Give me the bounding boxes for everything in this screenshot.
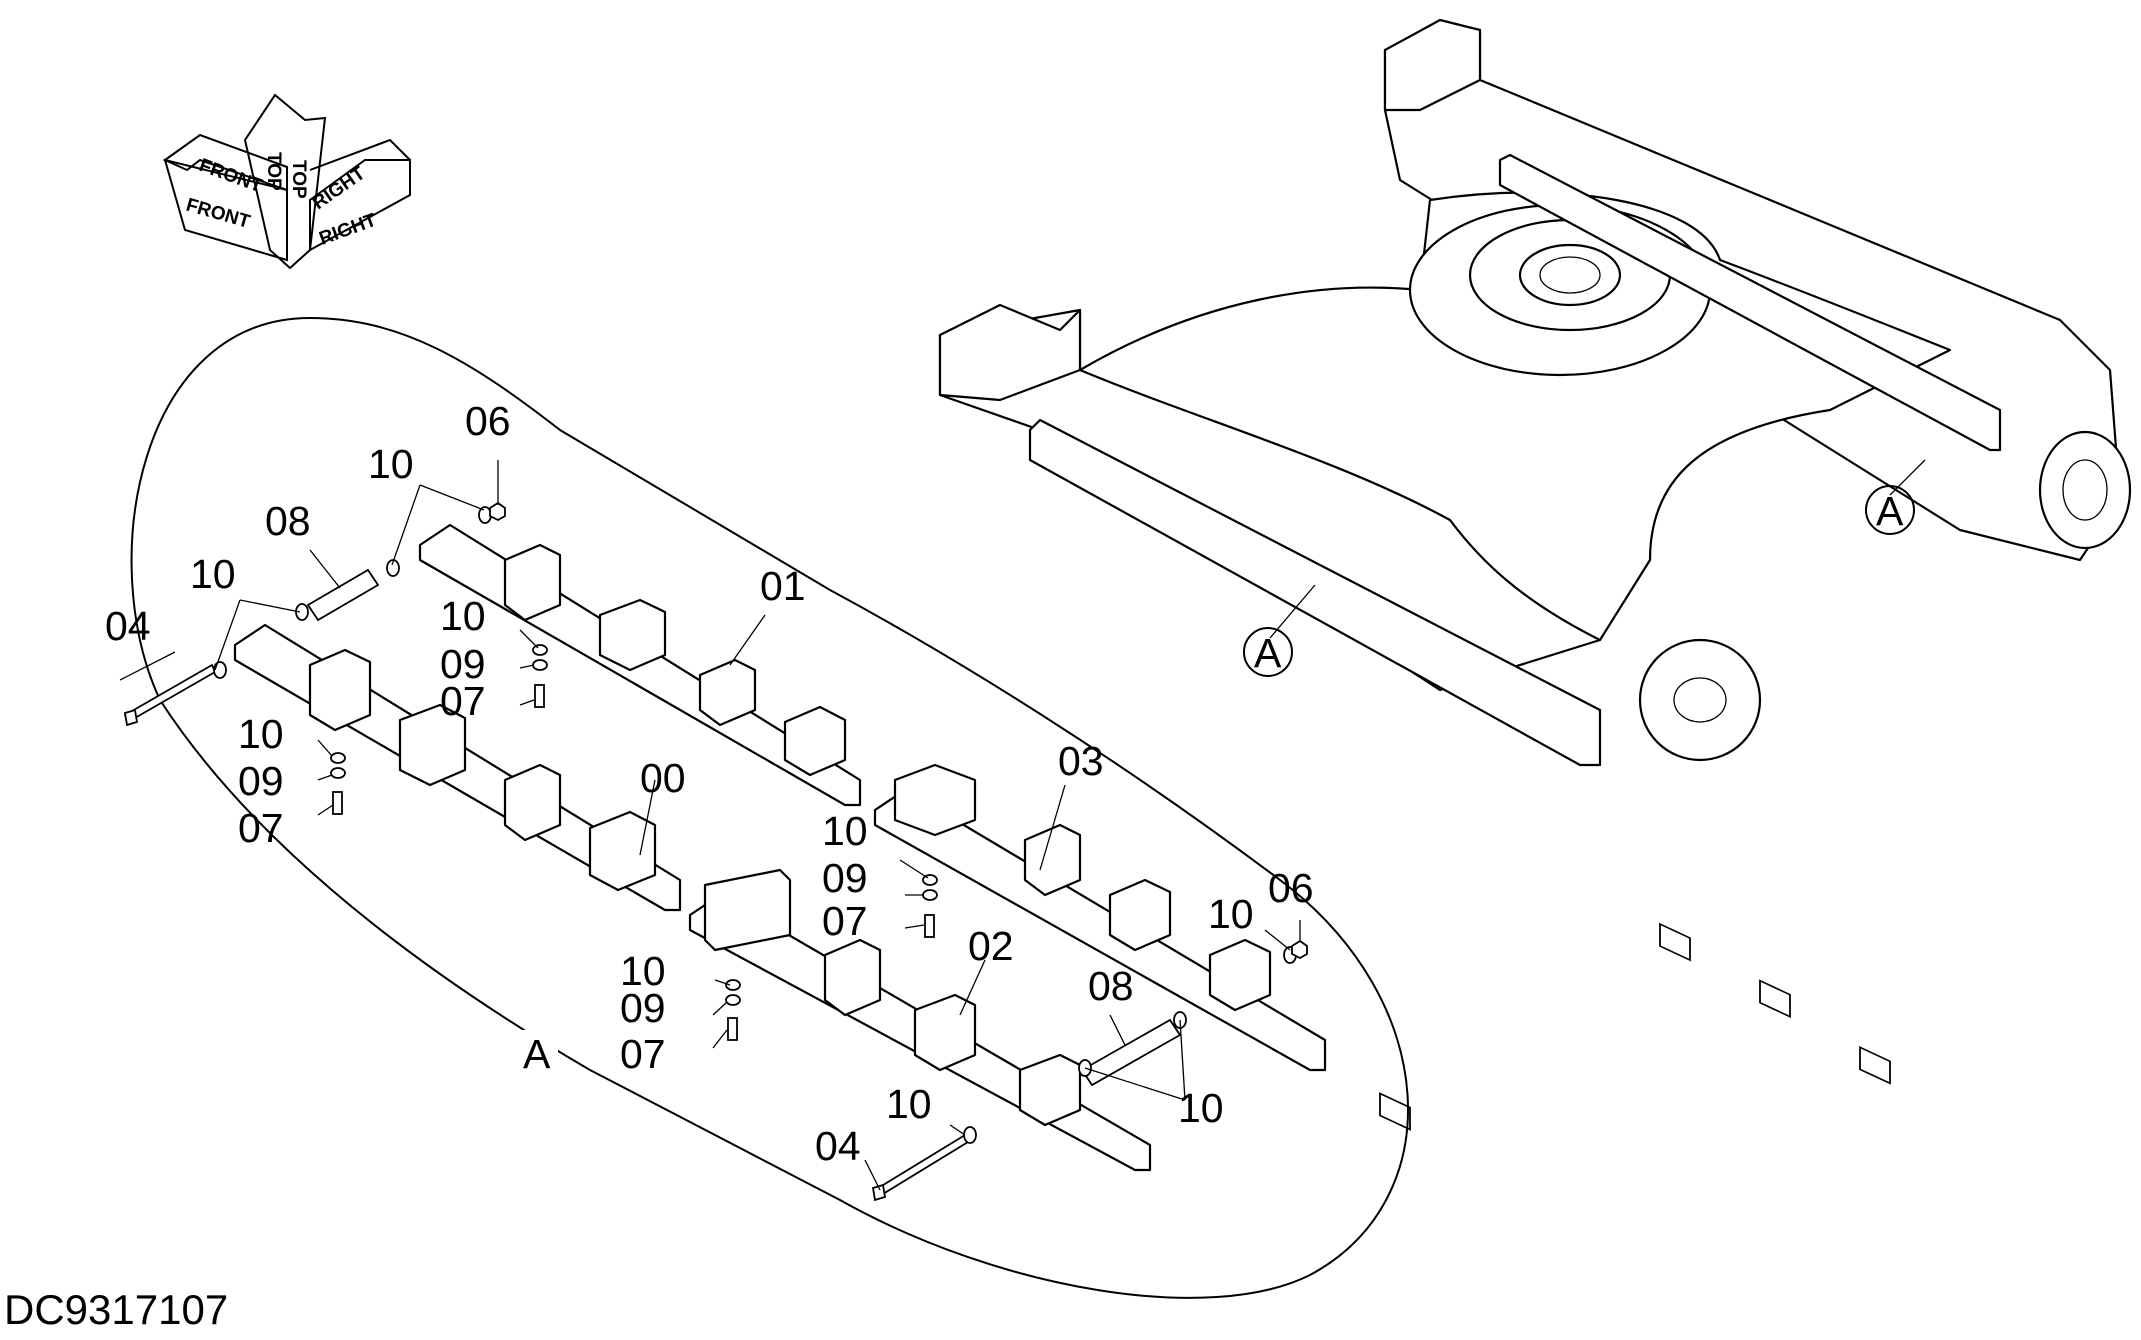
callout-10-d: 10 (238, 711, 284, 757)
frame-ref-left-circle (1243, 627, 1293, 677)
frame-guard-right (1498, 153, 2002, 452)
front-boss-bore (1673, 677, 1727, 723)
front-boss (1638, 638, 1762, 762)
orientation-indicator: FRONT FRONT TOP TOP RIGHT RIGHT (163, 93, 411, 270)
callout-06-lower: 06 (1268, 865, 1314, 911)
lockwashers-09 (330, 659, 938, 1006)
frame-ref-right: A (1876, 488, 1904, 534)
guard-00-blocks (308, 648, 657, 892)
callout-09-d: 09 (620, 985, 666, 1031)
frame-ref-right-leader (1889, 459, 1926, 496)
detail-a-label: A (523, 1031, 551, 1077)
guard-03 (873, 763, 1327, 1072)
document-id: DC9317107 (4, 1286, 228, 1333)
bolts-07 (332, 684, 935, 1041)
callout-labels: 00 01 02 03 04 04 06 06 07 07 07 07 08 0… (105, 398, 1314, 1169)
guard-01-tabs (503, 543, 847, 777)
front-label: FRONT (184, 195, 253, 233)
nut-06-lower (1291, 939, 1308, 960)
right-arrow-shape (309, 159, 411, 252)
callout-01: 01 (760, 563, 806, 609)
frame-ref-left: A (1254, 630, 1282, 676)
callout-10-f: 10 (1208, 891, 1254, 937)
callout-07-d: 07 (620, 1031, 666, 1077)
frame-guard-left (1028, 418, 1602, 767)
right-arrow-top (309, 138, 411, 171)
bolt-04-lower (873, 1133, 970, 1199)
callout-08-upper: 08 (265, 498, 311, 544)
guard-01 (418, 523, 862, 807)
pin-08-upper (306, 568, 380, 622)
guard-03-tabs (893, 763, 1272, 1012)
right-label: RIGHT (317, 210, 380, 250)
front-label-outline: FRONT (196, 155, 265, 197)
swing-bearing-center (1518, 243, 1622, 307)
front-arrow-face (163, 158, 288, 262)
callout-07-b: 07 (238, 805, 284, 851)
callout-10-i: 10 (886, 1081, 932, 1127)
callout-04-lower: 04 (815, 1123, 861, 1169)
callout-09-c: 09 (822, 855, 868, 901)
top-label: TOP (288, 160, 309, 199)
callout-03: 03 (1058, 738, 1104, 784)
callout-09-b: 09 (238, 758, 284, 804)
leader-lines (119, 460, 1301, 1191)
frame-ref-right-circle (1865, 485, 1915, 535)
pin-08-lower (1080, 1018, 1182, 1087)
rear-boss-bore (2062, 459, 2108, 521)
top-label-outline: TOP (263, 152, 284, 191)
callout-10-b: 10 (368, 441, 414, 487)
callout-07-c: 07 (822, 898, 868, 944)
right-frame-end (1383, 18, 1482, 112)
callout-10-c: 10 (440, 593, 486, 639)
bolt-04-upper-head (123, 708, 139, 727)
swing-bearing-hub (1539, 256, 1601, 294)
callout-10-h: 10 (1178, 1085, 1224, 1131)
callout-07-a: 07 (440, 678, 486, 724)
guard-00 (233, 623, 682, 912)
bolt-04-lower-head (871, 1183, 887, 1202)
callout-10-e: 10 (822, 808, 868, 854)
hardware (123, 501, 1308, 1202)
callout-09-a: 09 (440, 641, 486, 687)
track-frame-illustration: A A (938, 18, 2132, 1131)
nut-06-upper (489, 501, 506, 522)
callout-02: 02 (968, 923, 1014, 969)
callout-08-lower: 08 (1088, 963, 1134, 1009)
detail-a-label-bg (518, 1030, 558, 1078)
callout-10-a: 10 (190, 551, 236, 597)
callout-04-upper: 04 (105, 603, 151, 649)
rear-boss (2038, 430, 2132, 550)
top-arrow-shape (243, 93, 327, 270)
callout-00: 00 (640, 755, 686, 801)
callout-10-g: 10 (620, 948, 666, 994)
left-frame-end (938, 303, 1082, 402)
callout-06-upper: 06 (465, 398, 511, 444)
